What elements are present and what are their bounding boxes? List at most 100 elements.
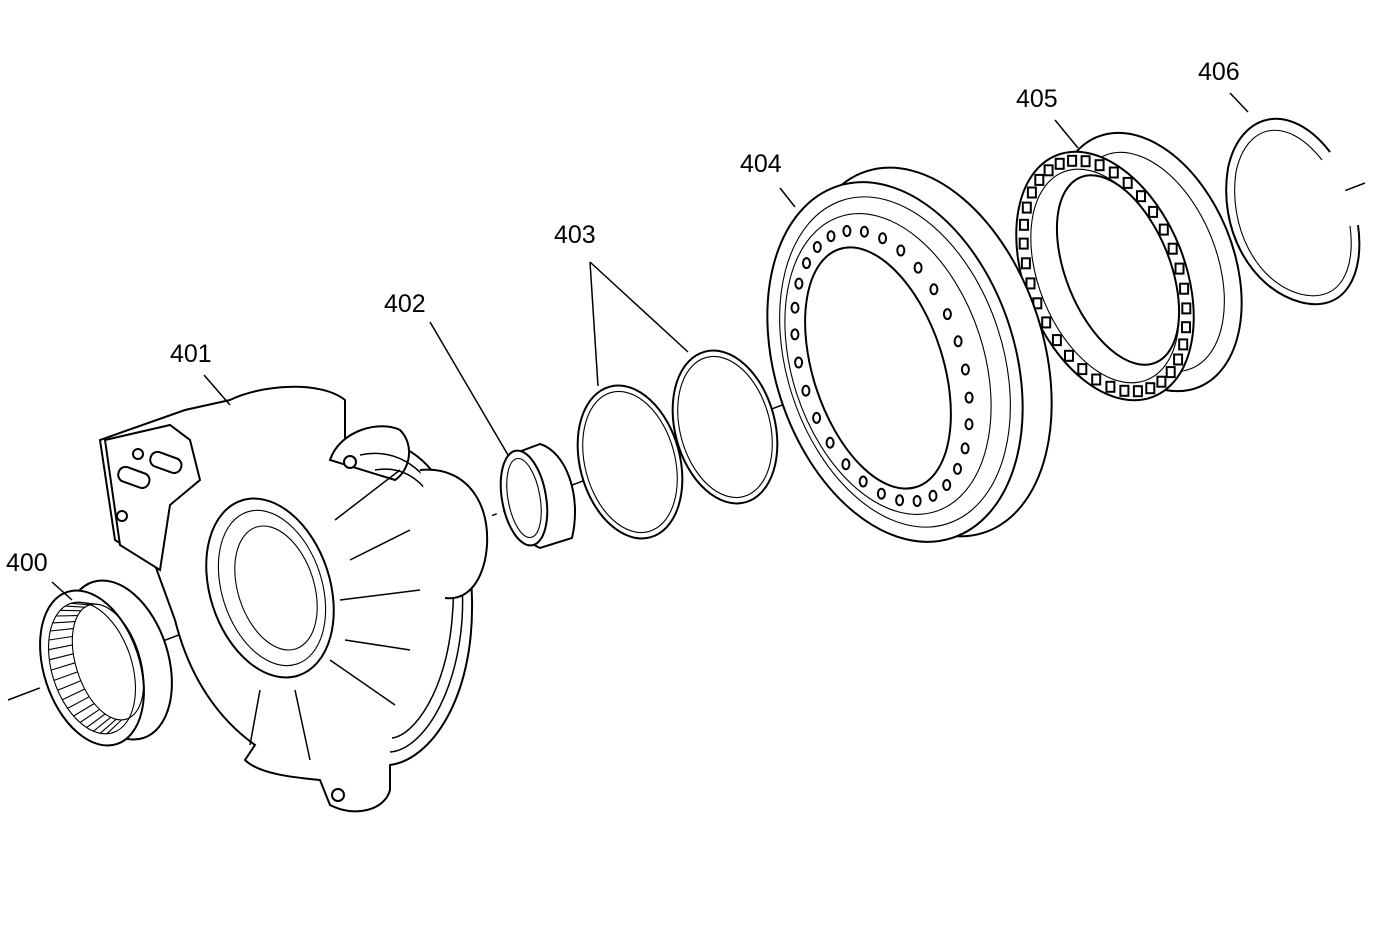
drum-hole	[794, 277, 804, 290]
bearing-roller	[1145, 382, 1156, 395]
part-401-case	[98, 385, 489, 813]
bearing-roller	[1148, 205, 1159, 218]
drum-hole	[960, 442, 970, 455]
bearing-roller	[1043, 164, 1054, 177]
drum-hole	[895, 494, 905, 507]
drum-hole	[858, 475, 868, 488]
label-406: 406	[1198, 58, 1240, 86]
bearing-roller	[1178, 338, 1189, 351]
drum-hole	[929, 283, 939, 296]
bearing-roller	[1051, 334, 1062, 347]
part-404-drum	[766, 166, 1053, 543]
needle-roller	[60, 609, 82, 612]
label-402: 402	[384, 290, 426, 318]
bearing-roller	[1179, 282, 1190, 295]
label-405: 405	[1016, 85, 1058, 113]
drum-hole	[825, 436, 835, 449]
bearing-roller	[1094, 159, 1105, 172]
leader-lines	[51, 92, 1249, 601]
bearing-roller	[1026, 186, 1037, 199]
drum-hole	[876, 487, 886, 500]
needle-roller	[48, 635, 73, 641]
bearing-roller	[1025, 277, 1036, 290]
drum-hole	[802, 257, 811, 270]
bearing-roller	[1132, 385, 1143, 398]
drum-hole	[801, 384, 811, 397]
bearing-roller	[1020, 257, 1031, 270]
bearing-roller	[1019, 218, 1029, 231]
bearing-roller	[1173, 353, 1184, 366]
drum-hole	[841, 458, 851, 471]
needle-roller	[50, 628, 74, 632]
part-406-snap-ring	[1225, 117, 1361, 305]
drum-hole	[960, 363, 970, 376]
needle-roller	[52, 621, 76, 624]
needle-roller	[86, 713, 106, 729]
drum-hole	[912, 495, 922, 507]
drum-hole	[942, 308, 952, 321]
bearing-roller	[1041, 316, 1052, 329]
drum-hole	[826, 230, 836, 243]
needle-roller	[106, 719, 122, 735]
part-402-bushing	[499, 442, 576, 550]
drum-hole	[928, 489, 938, 502]
bearing-roller	[1018, 237, 1029, 250]
needle-roller	[50, 662, 76, 671]
bearing-roller	[1119, 384, 1130, 397]
needle-roller	[83, 602, 100, 606]
label-400: 400	[6, 549, 48, 577]
needle-roller	[73, 703, 95, 717]
drum-hole	[812, 241, 822, 253]
drum-hole	[878, 232, 888, 245]
bearing-roller	[1165, 366, 1176, 379]
needle-roller	[79, 708, 100, 723]
bearing-roller	[1136, 190, 1146, 203]
needle-roller	[53, 671, 78, 681]
bearing-roller	[1174, 262, 1185, 275]
label-403: 403	[554, 221, 596, 249]
bearing-roller	[1064, 349, 1074, 362]
needle-roller	[67, 696, 90, 709]
bearing-roller	[1158, 223, 1169, 236]
needle-roller	[70, 602, 90, 606]
bearing-roller	[1122, 176, 1133, 189]
needle-roller	[93, 716, 112, 732]
drum-hole	[896, 244, 906, 257]
bearing-roller	[1077, 363, 1088, 376]
drum-hole	[942, 479, 952, 491]
drum-hole	[842, 225, 852, 237]
bearing-roller	[1080, 155, 1091, 168]
needle-roller	[99, 718, 117, 734]
drum-hole	[794, 356, 804, 369]
drum-hole	[859, 225, 869, 238]
bearing-roller	[1034, 173, 1045, 186]
bearing-roller	[1067, 154, 1078, 167]
bearing-roller	[1181, 302, 1192, 315]
bearing-roller	[1021, 201, 1032, 214]
part-405-roller-bearing	[1015, 131, 1243, 402]
drum-hole	[953, 462, 962, 475]
label-401: 401	[170, 340, 212, 368]
bearing-roller	[1181, 321, 1191, 334]
part-400-needle-bearing	[39, 579, 173, 747]
callout-labels: 400 401 402 403 404 405 406	[6, 58, 1240, 577]
bearing-roller	[1156, 375, 1167, 388]
part-403-seal-rings	[576, 349, 779, 540]
drum-hole	[964, 391, 974, 404]
drum-hole	[964, 418, 974, 431]
bearing-roller	[1054, 157, 1065, 170]
label-404: 404	[740, 150, 782, 178]
drum-hole	[790, 328, 800, 341]
bearing-roller	[1108, 166, 1119, 179]
needle-roller	[65, 605, 85, 608]
needle-roller	[62, 688, 86, 701]
needle-roller	[57, 680, 82, 691]
needle-roller	[49, 653, 74, 661]
needle-roller	[48, 644, 73, 651]
bearing-roller	[1091, 373, 1102, 386]
drum-hole	[790, 301, 800, 314]
drum-hole	[812, 411, 822, 424]
drum-hole	[953, 335, 963, 348]
bearing-roller	[1105, 380, 1116, 393]
